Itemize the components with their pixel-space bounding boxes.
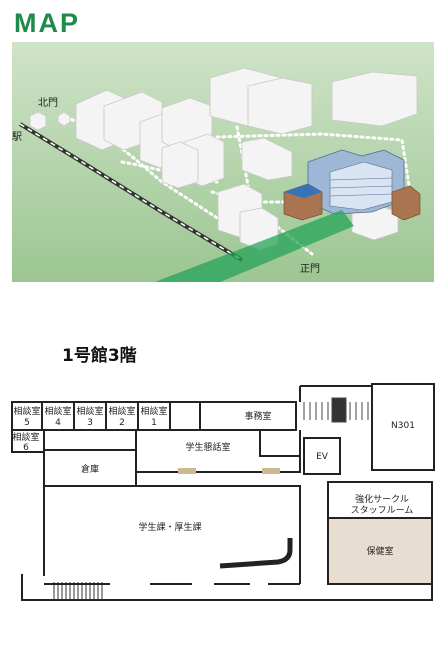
consult-3-name: 相談室 xyxy=(76,405,103,417)
campus-map: 北門 駅 正門 xyxy=(12,42,434,282)
station-label: 駅 xyxy=(12,131,22,143)
stairs-top xyxy=(303,397,369,423)
health-room-label: 保健室 xyxy=(366,545,393,557)
consult-1-num: 1 xyxy=(151,418,157,428)
lounge-door-right xyxy=(262,468,280,474)
railway-track xyxy=(18,122,244,262)
counter-curve xyxy=(219,538,293,569)
consult-2-name: 相談室 xyxy=(108,405,135,417)
circle-staff-label-1: 強化サークル xyxy=(355,493,409,505)
lounge-label: 学生懇話室 xyxy=(185,441,230,453)
ev-label: EV xyxy=(316,452,329,462)
office-label: 事務室 xyxy=(244,410,271,422)
health-room xyxy=(328,518,432,584)
building-1 xyxy=(283,149,421,221)
circle-staff-label-2: スタッフルーム xyxy=(351,505,414,516)
consult-2-num: 2 xyxy=(119,418,125,428)
consult-6-name: 相談室 xyxy=(12,431,39,443)
consult-4-num: 4 xyxy=(55,418,61,428)
consult-5-num: 5 xyxy=(24,418,30,428)
storage-label: 倉庫 xyxy=(81,463,99,475)
main-gate-label: 正門 xyxy=(300,263,320,275)
campus-buildings xyxy=(29,67,418,251)
consult-5-name: 相談室 xyxy=(13,405,40,417)
consult-1-name: 相談室 xyxy=(140,405,167,417)
consult-6-num: 6 xyxy=(23,443,29,453)
highlight-beam xyxy=(154,210,354,282)
map-title: MAP xyxy=(14,8,80,38)
consult-3-num: 3 xyxy=(87,418,93,428)
north-gate-label: 北門 xyxy=(38,97,58,109)
floor-plan: 相談室 5 相談室 4 相談室 3 相談室 2 相談室 1 相談室 6 事務室 … xyxy=(11,383,435,601)
lounge-door-left xyxy=(178,468,196,474)
n301-label: N301 xyxy=(391,421,415,431)
student-affairs-label: 学生課・厚生課 xyxy=(138,521,201,533)
floor-title: 1号館3階 xyxy=(62,346,137,366)
consult-4-name: 相談室 xyxy=(44,405,71,417)
